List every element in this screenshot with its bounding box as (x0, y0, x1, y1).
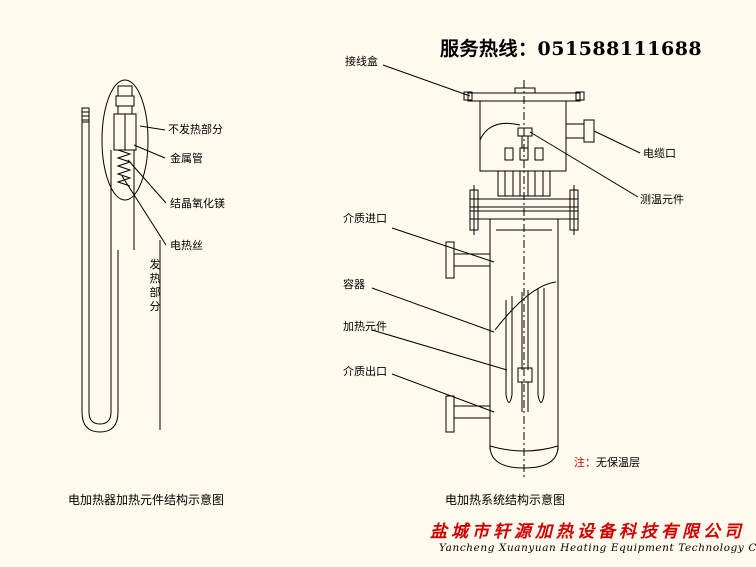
heating-system-drawing (371, 64, 641, 469)
label-crystal-mgo: 结晶氧化镁 (170, 197, 225, 210)
label-metal-tube: 金属管 (170, 152, 203, 165)
company-name-cn: 盐城市轩源加热设备科技有限公司 (430, 522, 745, 542)
company-name-en: Yancheng Xuanyuan Heating Equipment Tech… (439, 543, 756, 554)
label-heating-part: 发热部分 (149, 258, 161, 313)
caption-heating-system: 电加热系统结构示意图 (445, 493, 566, 507)
note-text: 无保温层 (596, 456, 640, 469)
label-vessel: 容器 (343, 278, 365, 291)
heating-element-drawing (81, 79, 167, 433)
label-medium-outlet: 介质出口 (343, 365, 387, 378)
label-medium-inlet: 介质进口 (343, 212, 387, 225)
label-non-heating-part: 不发热部分 (168, 123, 223, 136)
label-heating-element: 加热元件 (343, 320, 387, 333)
label-temp-element: 测温元件 (640, 193, 684, 206)
note-prefix: 注： (574, 456, 596, 469)
caption-heating-element: 电加热器加热元件结构示意图 (68, 493, 225, 507)
service-hotline: 服务热线：051588111688 (440, 38, 703, 60)
label-cable-outlet: 电缆口 (643, 147, 676, 160)
note: 注：无保温层 (574, 454, 640, 470)
label-heating-wire: 电热丝 (170, 239, 203, 252)
label-junction-box: 接线盒 (345, 55, 378, 68)
